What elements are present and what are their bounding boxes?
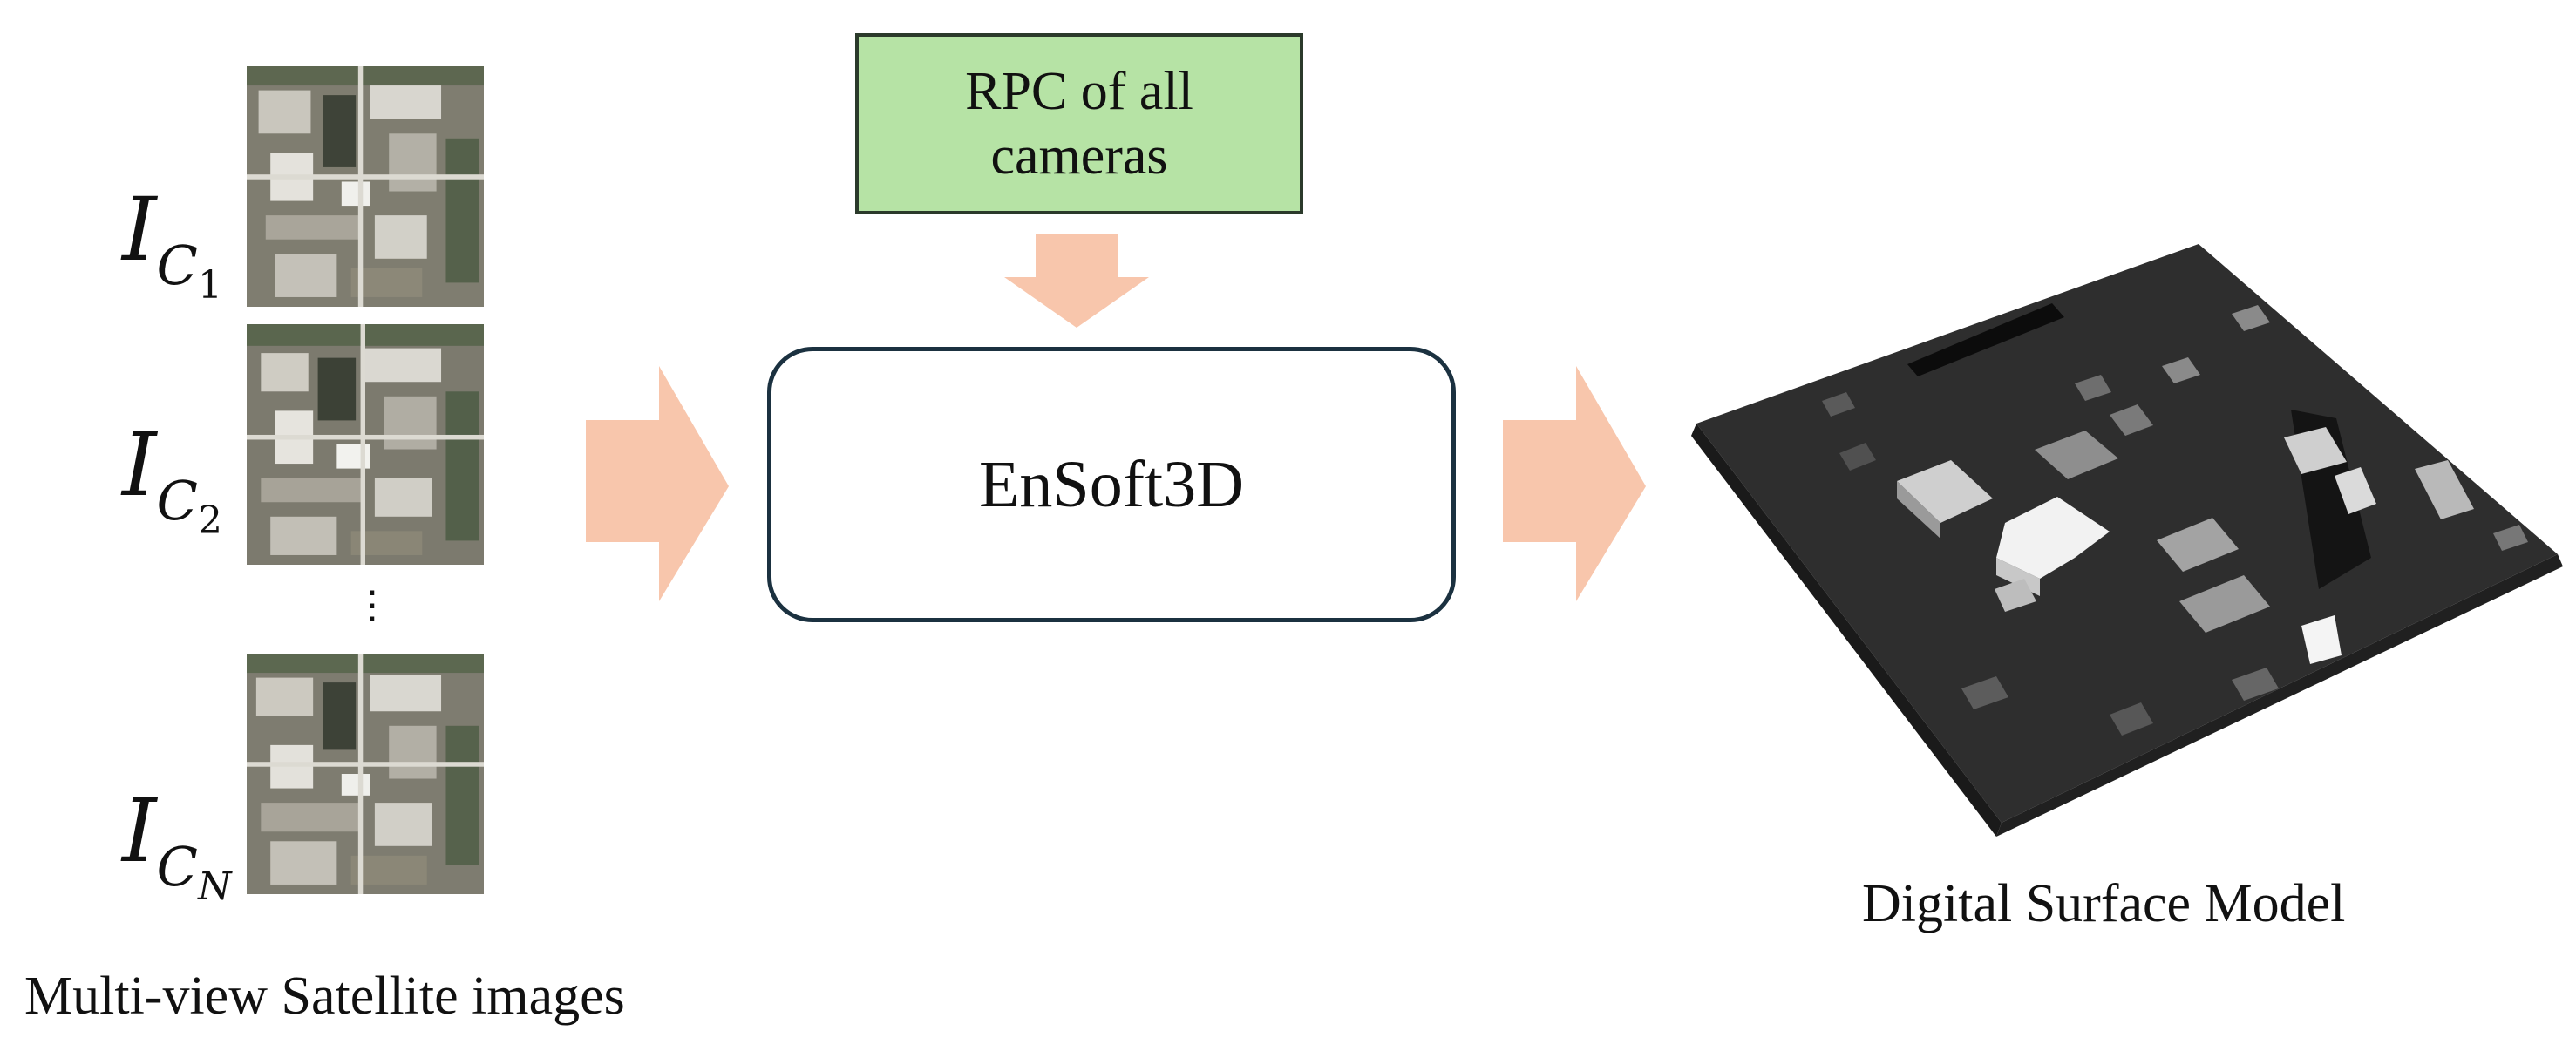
ensoft3d-label: EnSoft3D <box>979 447 1244 521</box>
rpc-box-label: RPC of all cameras <box>965 61 1193 186</box>
rpc-arrow <box>1004 234 1149 328</box>
rpc-box: RPC of all cameras <box>855 33 1303 214</box>
output-caption: Digital Surface Model <box>1862 874 2346 933</box>
camera-label-1: IC1 <box>122 179 222 308</box>
inputs-caption: Multi-view Satellite images <box>24 966 625 1026</box>
satellite-image-2 <box>247 324 484 565</box>
satellite-image-n <box>247 654 484 894</box>
ensoft3d-box: EnSoft3D <box>767 347 1456 622</box>
dsm-image <box>1691 244 2563 837</box>
satellite-image-1 <box>247 66 484 307</box>
output-arrow <box>1503 366 1646 601</box>
input-arrow <box>586 366 729 601</box>
camera-label-2: IC2 <box>122 414 222 543</box>
camera-label-n: ICN <box>122 780 232 909</box>
